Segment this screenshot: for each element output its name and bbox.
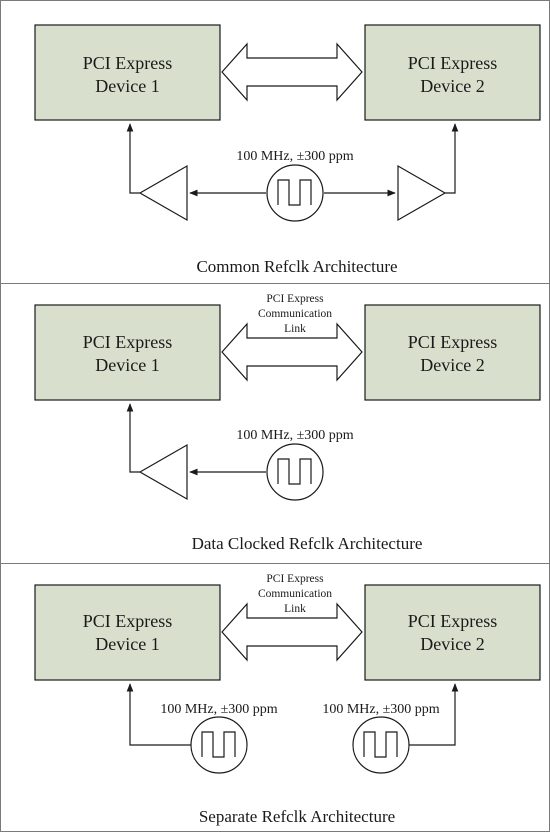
link-label-line3: Link <box>284 323 306 335</box>
panel-data-clocked-refclk: PCI Express Communication Link PCI Expre… <box>34 293 541 553</box>
device-1-box <box>34 24 221 121</box>
panel-caption: Separate Refclk Architecture <box>199 807 395 826</box>
panel-common-refclk: PCI Express Device 1 PCI Express Device … <box>34 24 541 276</box>
square-wave-icon <box>201 731 236 758</box>
communication-link-arrow <box>221 322 363 382</box>
link-label-line1: PCI Express <box>266 293 324 305</box>
device-2-label-line2: Device 2 <box>420 355 484 375</box>
clock-frequency-label: 100 MHz, ±300 ppm <box>236 428 353 443</box>
link-label-line1: PCI Express <box>266 573 324 585</box>
device-2-label-line1: PCI Express <box>408 332 498 352</box>
clock-frequency-label: 100 MHz, ±300 ppm <box>236 149 353 164</box>
clock-source-icon <box>266 443 324 501</box>
clock-2-to-device-2-line <box>409 683 459 746</box>
clock-1-to-device-1-line <box>126 683 191 746</box>
square-wave-icon <box>277 458 312 485</box>
device-2-box <box>364 584 541 681</box>
panel-separate-refclk: PCI Express Communication Link PCI Expre… <box>34 573 541 826</box>
device-2-label-line1: PCI Express <box>408 611 498 631</box>
buffer-right-icon <box>397 164 447 222</box>
communication-link-arrow <box>221 602 363 662</box>
refclk-to-device-1-line <box>126 403 140 473</box>
clock-source-icon <box>266 164 324 222</box>
square-wave-icon <box>363 731 398 758</box>
refclk-to-device-1-line <box>126 123 140 194</box>
clock-1-frequency-label: 100 MHz, ±300 ppm <box>160 702 277 717</box>
clock-2-frequency-label: 100 MHz, ±300 ppm <box>322 702 439 717</box>
link-label-line3: Link <box>284 603 306 615</box>
device-1-label-line1: PCI Express <box>83 332 173 352</box>
buffer-icon <box>138 443 188 501</box>
device-2-label-line2: Device 2 <box>420 76 484 96</box>
device-2-label-line1: PCI Express <box>408 53 498 73</box>
device-1-label-line1: PCI Express <box>83 53 173 73</box>
panel-caption: Data Clocked Refclk Architecture <box>192 534 423 553</box>
refclk-to-device-2-line <box>445 123 459 194</box>
link-label-line2: Communication <box>258 308 332 320</box>
device-2-label-line2: Device 2 <box>420 634 484 654</box>
clock-source-1-icon <box>190 716 248 774</box>
buffer-left-icon <box>138 164 188 222</box>
device-1-box <box>34 584 221 681</box>
panel-caption: Common Refclk Architecture <box>196 257 397 276</box>
device-1-label-line1: PCI Express <box>83 611 173 631</box>
device-1-box <box>34 304 221 401</box>
square-wave-icon <box>277 179 312 206</box>
link-label-line2: Communication <box>258 588 332 600</box>
device-2-box <box>364 304 541 401</box>
device-2-box <box>364 24 541 121</box>
communication-link-arrow <box>221 42 363 102</box>
device-1-label-line2: Device 1 <box>95 355 159 375</box>
device-1-label-line2: Device 1 <box>95 634 159 654</box>
device-1-label-line2: Device 1 <box>95 76 159 96</box>
clock-source-2-icon <box>352 716 410 774</box>
